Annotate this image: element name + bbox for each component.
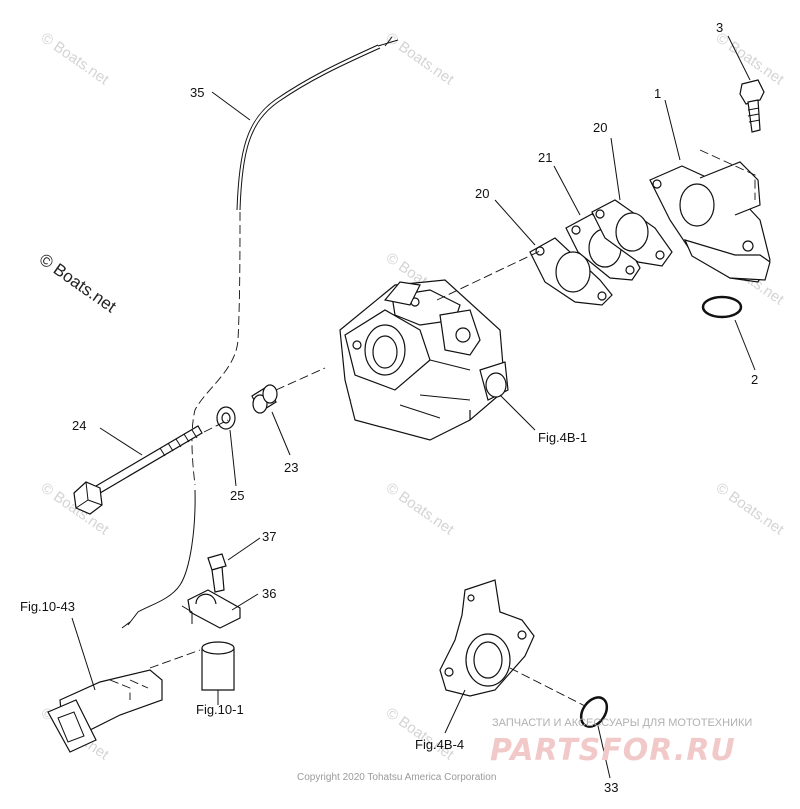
watermark: © Boats.net <box>383 704 458 763</box>
ru-caption: ЗАПЧАСТИ И АКСЕССУАРЫ ДЛЯ МОТОТЕХНИКИ <box>492 717 752 729</box>
collar-23 <box>251 384 278 414</box>
part-labels: 35 1 3 20 21 20 2 Fig.4B-1 24 25 23 37 3… <box>20 20 758 795</box>
gasket-20-left <box>529 237 613 306</box>
label-2: 2 <box>751 372 758 387</box>
label-fig4b-1: Fig.4B-1 <box>538 430 587 445</box>
oring-2 <box>701 295 743 319</box>
label-fig4b-4: Fig.4B-4 <box>415 737 464 752</box>
watermark: © Boats.net <box>383 29 458 88</box>
label-20-left: 20 <box>475 186 489 201</box>
label-23: 23 <box>284 460 298 475</box>
brand-watermark: PARTSFOR.RU <box>490 733 736 768</box>
post-fig10-1 <box>201 641 235 691</box>
label-35: 35 <box>190 85 204 100</box>
watermark: © Boats.net <box>713 479 788 538</box>
label-20-right: 20 <box>593 120 607 135</box>
washer-25 <box>216 406 236 430</box>
label-25: 25 <box>230 488 244 503</box>
label-fig10-1: Fig.10-1 <box>196 702 244 717</box>
bolt-3 <box>739 79 765 133</box>
watermark-main: © Boats.net <box>36 250 120 317</box>
bolt-24 <box>73 425 203 515</box>
axis-line-plate <box>509 667 586 707</box>
clamp-36 <box>181 589 241 629</box>
copyright-text: Copyright 2020 Tohatsu America Corporati… <box>297 772 496 783</box>
cable-35 <box>121 36 399 629</box>
plate-fig4b-4 <box>439 579 535 697</box>
label-37: 37 <box>262 529 276 544</box>
axis-line-bolt <box>203 367 326 433</box>
label-fig10-43: Fig.10-43 <box>20 599 75 614</box>
screw-37 <box>207 553 227 593</box>
label-3: 3 <box>716 20 723 35</box>
label-24: 24 <box>72 418 86 433</box>
manifold-1 <box>649 149 771 283</box>
watermark: © Boats.net <box>38 29 113 88</box>
gasket-20-right <box>591 199 673 267</box>
label-21: 21 <box>538 150 552 165</box>
label-33: 33 <box>604 780 618 795</box>
label-36: 36 <box>262 586 276 601</box>
axis-line-manifold <box>436 250 541 301</box>
leader-lines <box>71 35 756 779</box>
insulator-21 <box>565 213 641 281</box>
watermark: © Boats.net <box>383 479 458 538</box>
label-1: 1 <box>654 86 661 101</box>
bracket-fig10-43 <box>47 649 201 753</box>
carburetor-assembly <box>339 279 509 441</box>
